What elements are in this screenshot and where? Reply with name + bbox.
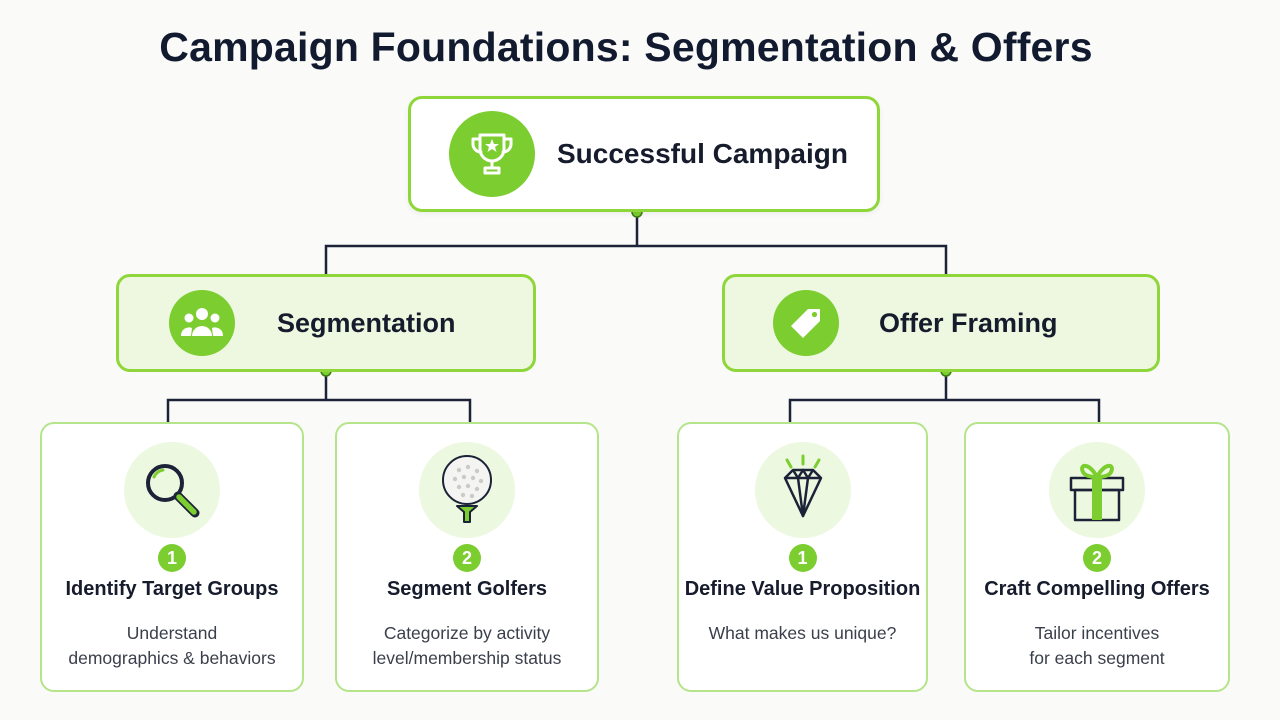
magnifying-glass-icon xyxy=(124,442,220,538)
people-group-icon xyxy=(169,290,235,356)
diamond-icon xyxy=(754,442,851,538)
price-tag-icon xyxy=(773,290,839,356)
step-description-line: level/membership status xyxy=(372,648,562,668)
step-title: Segment Golfers xyxy=(386,578,548,600)
step-number-badge: 2 xyxy=(1083,544,1111,572)
step-card-craft-compelling-offers: 2 Craft Compelling Offers Tailor incenti… xyxy=(964,422,1230,692)
branch-node-offer-framing: Offer Framing xyxy=(722,274,1160,372)
connector-segmentation-to-steps xyxy=(166,372,472,422)
step-description-line: for each segment xyxy=(1029,648,1165,668)
step-description: Tailor incentives for each segment xyxy=(982,621,1212,671)
step-description-line: What makes us unique? xyxy=(708,623,897,643)
root-node-successful-campaign: Successful Campaign xyxy=(408,96,880,212)
step-card-segment-golfers: 2 Segment Golfers Categorize by activity… xyxy=(335,422,599,692)
step-description-line: Understand xyxy=(126,623,218,643)
step-description-line: Tailor incentives xyxy=(1034,623,1160,643)
step-number-badge: 1 xyxy=(788,544,817,572)
step-title: Craft Compelling Offers xyxy=(984,578,1210,600)
step-description: Categorize by activity level/membership … xyxy=(353,621,581,671)
connector-offer-to-steps xyxy=(788,372,1101,422)
step-number-badge: 2 xyxy=(453,544,481,572)
step-title: Identify Target Groups xyxy=(65,578,279,600)
step-description: What makes us unique? xyxy=(695,621,910,646)
page-title: Campaign Foundations: Segmentation & Off… xyxy=(159,24,1093,70)
branch-label: Offer Framing xyxy=(879,307,1058,338)
root-node-label: Successful Campaign xyxy=(557,138,848,169)
trophy-icon xyxy=(449,111,535,197)
step-title: Define Value Proposition xyxy=(684,578,921,600)
branch-node-segmentation: Segmentation xyxy=(116,274,536,372)
gift-icon xyxy=(1049,442,1145,538)
connector-root-to-branches xyxy=(324,212,948,274)
step-description: Understand demographics & behaviors xyxy=(58,621,286,671)
step-description-line: demographics & behaviors xyxy=(68,648,276,668)
branch-label: Segmentation xyxy=(277,307,456,338)
step-number-badge: 1 xyxy=(158,544,186,572)
golf-ball-icon xyxy=(419,442,515,538)
step-card-define-value-proposition: 1 Define Value Proposition What makes us… xyxy=(677,422,928,692)
step-description-line: Categorize by activity xyxy=(383,623,551,643)
step-card-identify-target-groups: 1 Identify Target Groups Understand demo… xyxy=(40,422,304,692)
